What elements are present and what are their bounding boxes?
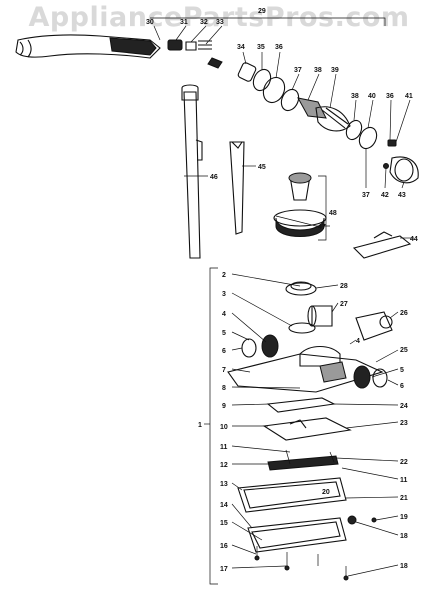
callout-18b: 18	[400, 563, 408, 570]
callout-20: 20	[322, 489, 330, 496]
bracket-label-top: 29	[258, 8, 266, 15]
callout-23: 23	[400, 420, 408, 427]
callout-labels: 30 31 32 33 34 35 36 37 38 39 38 40 36 4…	[146, 19, 418, 573]
wand-tube-part	[181, 84, 208, 259]
callout-36b: 36	[386, 93, 394, 100]
crevice-tool-part	[229, 141, 256, 235]
callout-4b: 4	[356, 338, 360, 345]
callout-4a: 4	[222, 311, 226, 318]
watermark-text: AppliancePartsPros.com	[28, 2, 410, 33]
callout-11b: 11	[400, 477, 408, 484]
callout-37a: 37	[294, 67, 302, 74]
callout-40: 40	[368, 93, 376, 100]
callout-24: 24	[400, 403, 408, 410]
callout-31: 31	[180, 19, 188, 26]
top-assembly-bracket: 29	[150, 8, 386, 26]
callout-5b: 5	[400, 367, 404, 374]
callout-46: 46	[210, 174, 218, 181]
callout-7: 7	[222, 367, 226, 374]
callout-10: 10	[220, 424, 228, 431]
callout-17: 17	[220, 566, 228, 573]
hose-wand-part	[15, 34, 161, 59]
bracket-label-nozzle: 1	[198, 422, 202, 429]
callout-2: 2	[222, 272, 226, 279]
callout-38a: 38	[314, 67, 322, 74]
callout-47: 47	[318, 224, 326, 231]
callout-38b: 38	[351, 93, 359, 100]
callout-35: 35	[257, 44, 265, 51]
callout-8: 8	[222, 385, 226, 392]
callout-42: 42	[381, 192, 389, 199]
callout-11a: 11	[220, 444, 228, 451]
callout-16: 16	[220, 543, 228, 550]
callout-18a: 18	[400, 533, 408, 540]
callout-43: 43	[398, 192, 406, 199]
callout-21: 21	[400, 495, 408, 502]
hose-coupling-chain	[237, 62, 419, 184]
callout-45: 45	[258, 164, 266, 171]
nozzle-assembly-bracket: 1	[198, 267, 218, 585]
leader-lines	[153, 25, 411, 577]
callout-6a: 6	[222, 348, 226, 355]
callout-36a: 36	[275, 44, 283, 51]
callout-14: 14	[220, 502, 228, 509]
callout-26: 26	[400, 310, 408, 317]
callout-27: 27	[340, 301, 348, 308]
callout-44: 44	[410, 236, 418, 243]
callout-30: 30	[146, 19, 154, 26]
callout-34: 34	[237, 44, 245, 51]
callout-15: 15	[220, 520, 228, 527]
callout-3: 3	[222, 291, 226, 298]
dusting-brush-part	[273, 172, 330, 241]
callout-19: 19	[400, 514, 408, 521]
upholstery-tool-part	[352, 231, 414, 259]
coupling-parts-30-33	[167, 39, 223, 69]
callout-25: 25	[400, 347, 408, 354]
callout-12: 12	[220, 462, 228, 469]
callout-41: 41	[405, 93, 413, 100]
callout-5a: 5	[222, 330, 226, 337]
callout-48: 48	[329, 210, 337, 217]
callout-28: 28	[340, 283, 348, 290]
callout-13: 13	[220, 481, 228, 488]
callout-6b: 6	[400, 383, 404, 390]
callout-39: 39	[331, 67, 339, 74]
callout-37b: 37	[362, 192, 370, 199]
callout-33: 33	[216, 19, 224, 26]
callout-32: 32	[200, 19, 208, 26]
callout-9: 9	[222, 403, 226, 410]
callout-22: 22	[400, 459, 408, 466]
nozzle-parts	[227, 281, 393, 581]
